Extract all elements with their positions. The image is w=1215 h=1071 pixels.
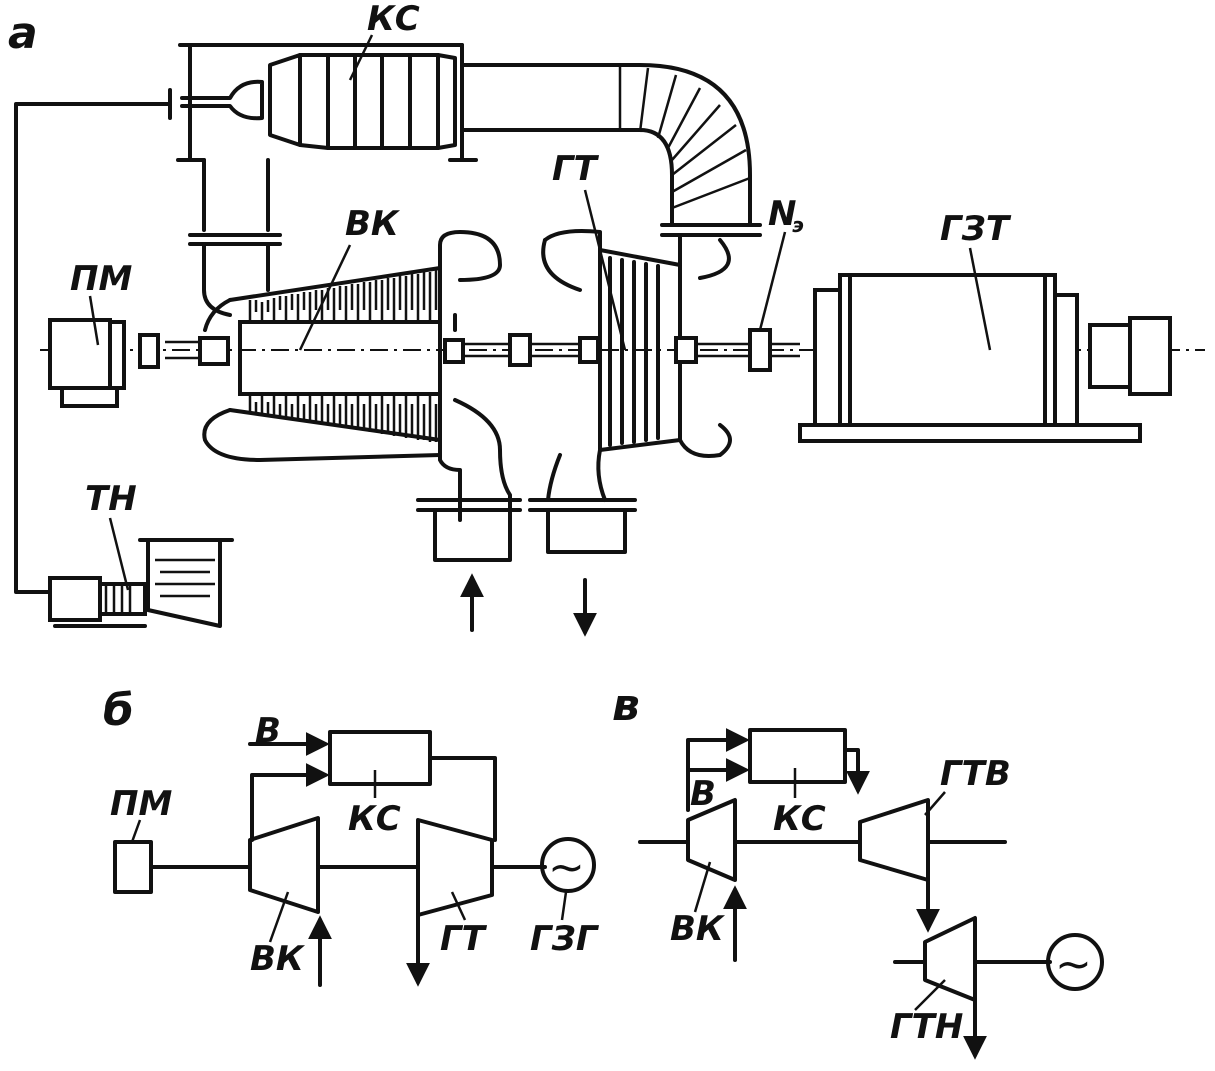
ne-leader-a bbox=[758, 231, 787, 331]
panel-b-letter: б bbox=[103, 685, 134, 736]
vk-leader-a bbox=[298, 244, 352, 351]
turbine-gtn-v bbox=[923, 916, 977, 1002]
air-duct bbox=[188, 158, 282, 317]
ks-box-v bbox=[748, 728, 847, 784]
panel-a: a КС bbox=[8, 0, 1205, 637]
flame-tube bbox=[268, 53, 457, 150]
fuel-tank bbox=[138, 538, 234, 628]
gtv-leader-v bbox=[924, 791, 946, 816]
vk-label-v: ВК bbox=[670, 909, 726, 949]
generator-b bbox=[540, 837, 596, 893]
ks-leader-a bbox=[348, 34, 374, 81]
gt-leader-b bbox=[450, 891, 467, 921]
combustion-chamber bbox=[176, 43, 478, 162]
generator-symbol-v: ~ bbox=[1055, 939, 1092, 990]
compressor-b bbox=[248, 816, 320, 914]
turbine-gtv-v bbox=[858, 798, 930, 882]
ne-label-a: N bbox=[768, 194, 796, 234]
gzg-leader-b bbox=[560, 891, 568, 921]
vk-label-b: ВК bbox=[250, 939, 306, 979]
pm-label-b: ПМ bbox=[110, 784, 172, 824]
ks-label-v: КС bbox=[773, 799, 826, 839]
vk-leader-v bbox=[693, 861, 712, 913]
panel-v-letter: в bbox=[612, 680, 640, 731]
pm-leader-a bbox=[88, 295, 100, 346]
fuel-line bbox=[14, 102, 172, 594]
fuel-pump bbox=[48, 576, 147, 628]
compressor-inlet-pipe bbox=[416, 498, 522, 632]
pm-leader-b bbox=[130, 819, 142, 843]
gtn-leader-v bbox=[914, 979, 946, 1011]
vk-label-a: ВК bbox=[345, 204, 401, 244]
gt-leader-a bbox=[583, 189, 627, 351]
compressor-to-ks-b bbox=[250, 763, 330, 842]
panel-b: б КС В ВК ГТ ПМ ~ ГЗГ bbox=[103, 685, 600, 987]
generator-v bbox=[1046, 933, 1104, 991]
ks-label-a: КС bbox=[367, 0, 420, 39]
axial-compressor bbox=[202, 230, 512, 522]
turbine-b bbox=[416, 818, 494, 917]
panel-v: в КС В ВК ГТВ ГТН ~ bbox=[612, 680, 1104, 1060]
ne-subscript-a: э bbox=[792, 213, 804, 237]
compressor-v bbox=[686, 798, 737, 882]
panel-a-letter: a bbox=[8, 8, 38, 59]
tn-leader-a bbox=[108, 517, 130, 591]
couplings bbox=[138, 328, 800, 372]
compressor-to-ks-v bbox=[686, 728, 750, 812]
v-label-v: В bbox=[690, 774, 716, 814]
pm-label-a: ПМ bbox=[70, 259, 132, 299]
generator bbox=[798, 273, 1172, 443]
gtv-label-v: ГТВ bbox=[940, 754, 1011, 794]
gt-label-a: ГТ bbox=[552, 149, 600, 189]
vk-leader-b bbox=[268, 891, 290, 943]
hot-gas-duct bbox=[460, 63, 762, 237]
gzt-label-a: ГЗТ bbox=[940, 209, 1012, 249]
ks-label-b: КС bbox=[348, 799, 401, 839]
gas-turbine bbox=[528, 229, 732, 637]
gtn-label-v: ГТН bbox=[890, 1007, 963, 1047]
compressor-rotor bbox=[238, 320, 442, 396]
gzg-label-b: ГЗГ bbox=[530, 919, 600, 959]
gt-label-b: ГТ bbox=[440, 919, 488, 959]
pm-box-b bbox=[113, 840, 153, 894]
ks-box-b bbox=[328, 730, 432, 786]
ks-to-gtv-v bbox=[843, 748, 870, 795]
generator-symbol-b: ~ bbox=[548, 842, 585, 893]
starting-motor bbox=[48, 318, 126, 408]
ks-to-turbine-b bbox=[428, 756, 497, 842]
gzt-leader-a bbox=[968, 247, 992, 351]
tn-label-a: ТН bbox=[85, 479, 137, 519]
